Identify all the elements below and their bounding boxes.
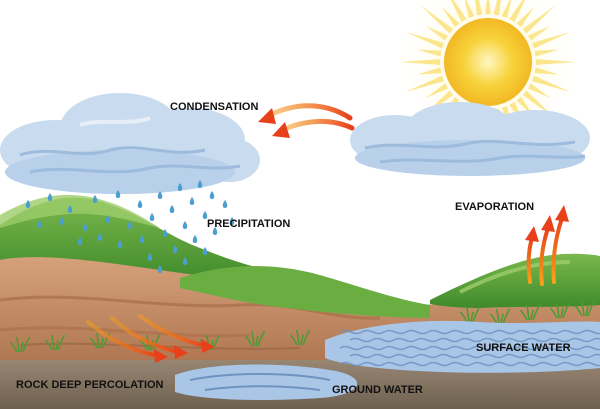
left-hill [0,197,308,283]
rock-deep-percolation-label: ROCK DEEP PERCOLATION [16,379,164,391]
rain-drops [25,180,235,273]
right-hill [430,253,600,308]
middle-hill [180,266,430,318]
hills [0,194,600,353]
condensation-arrows [258,103,355,138]
ground-water-label: GROUND WATER [332,384,423,396]
precipitation-label: PRECIPITATION [207,218,291,230]
percolation-arrows [86,314,215,363]
left-hill-highlight [0,194,160,228]
right-cloud [350,102,590,176]
evaporation-label: EVAPORATION [455,201,535,213]
sun-disc [444,18,532,106]
lake-waves [339,329,600,367]
left-cloud [0,93,260,194]
surface-water-lake [325,320,600,373]
ground-water-pool [175,364,358,400]
evaporation-arrows [525,205,569,286]
surface-water-label: SURFACE WATER [476,342,571,354]
condensation-label: CONDENSATION [170,101,259,113]
